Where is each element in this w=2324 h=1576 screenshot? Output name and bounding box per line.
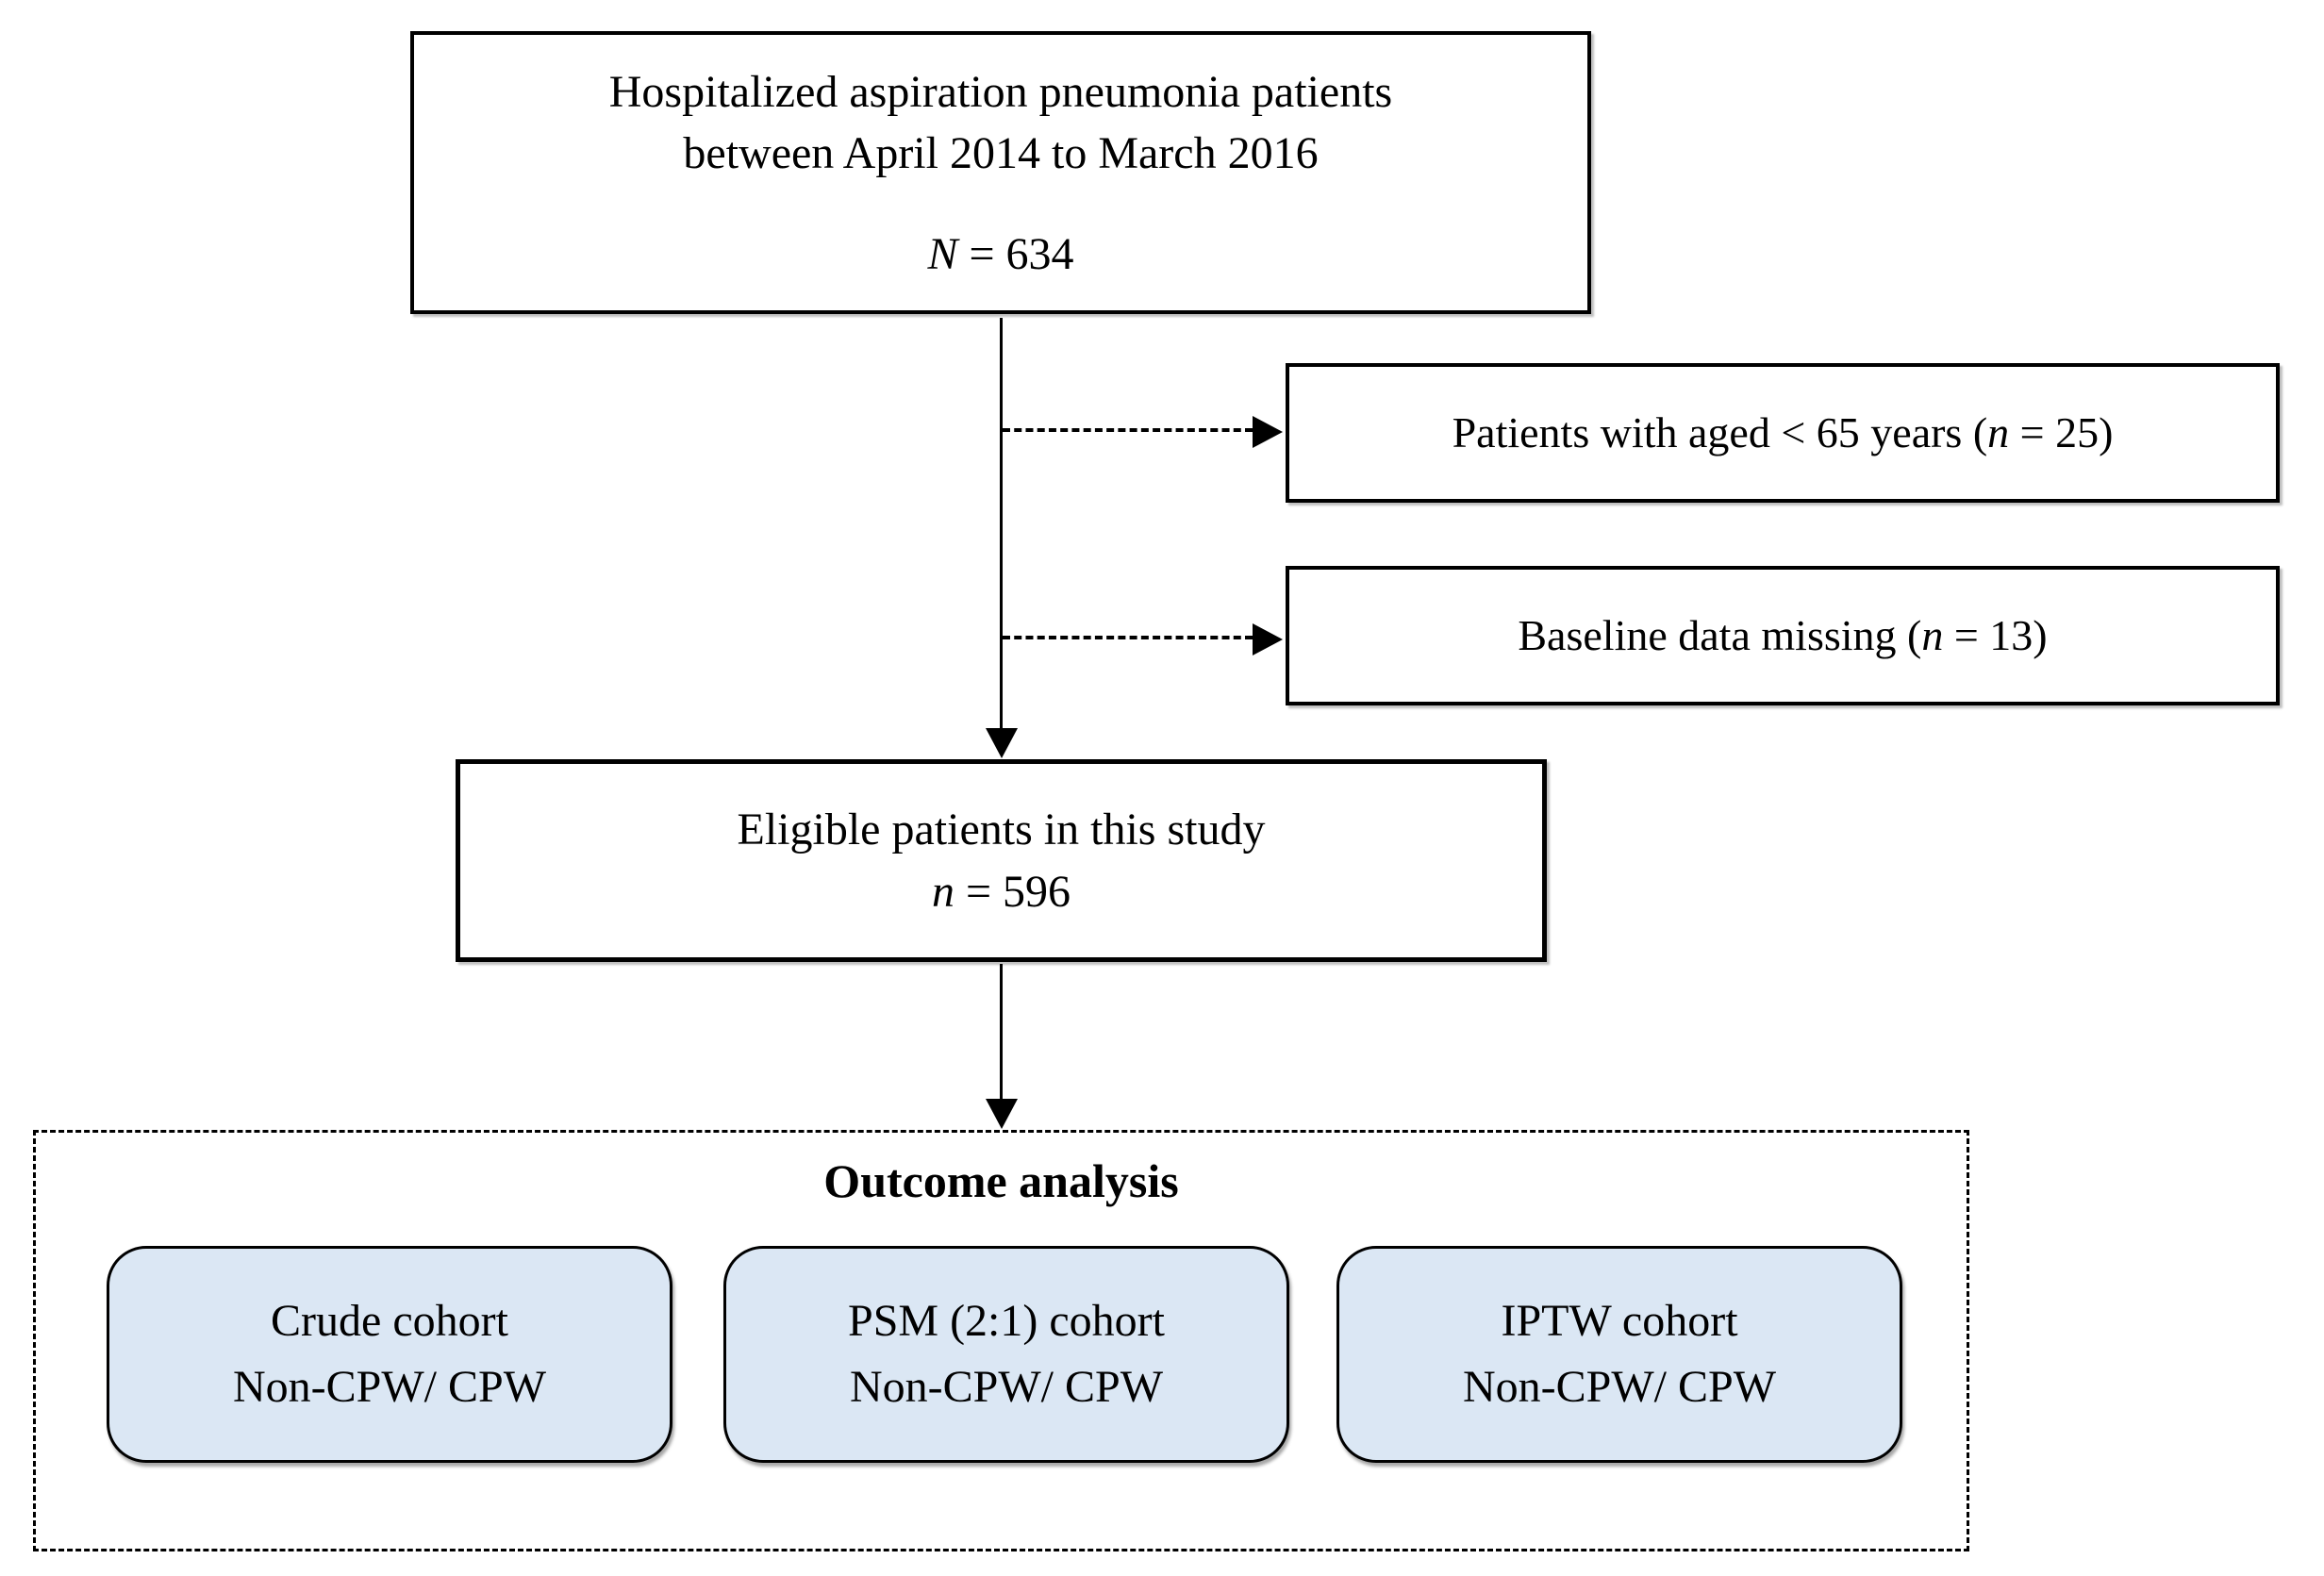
cohort-iptw-line1: IPTW cohort (1501, 1296, 1738, 1346)
flow-line-eligible-to-outcome (1000, 964, 1003, 1103)
cohort-iptw-line2: Non-CPW/ CPW (1462, 1362, 1776, 1412)
enrollment-line1: Hospitalized aspiration pneumonia patien… (608, 66, 1393, 117)
eligible-line1: Eligible patients in this study (737, 804, 1266, 854)
enrollment-count: N = 634 (927, 224, 1073, 285)
cohort-crude-line2: Non-CPW/ CPW (232, 1362, 546, 1412)
cohort-psm-line2: Non-CPW/ CPW (849, 1362, 1163, 1412)
arrowhead-down-icon (986, 1099, 1018, 1129)
outcome-analysis-title: Outcome analysis (823, 1154, 1179, 1207)
cohort-box-iptw: IPTW cohort Non-CPW/ CPW (1336, 1246, 1902, 1463)
exclusion-box-age: Patients with aged < 65 years (n = 25) (1286, 363, 2280, 503)
exclusion-box-baseline: Baseline data missing (n = 13) (1286, 566, 2280, 705)
arrowhead-right-icon (1253, 623, 1283, 655)
flow-line-top-to-eligible (1000, 318, 1003, 733)
eligible-box: Eligible patients in this study n = 596 (456, 759, 1547, 962)
exclusion-age-text: Patients with aged < 65 years (n = 25) (1452, 408, 2114, 456)
eligible-count-symbol: n (931, 866, 954, 917)
cohort-box-psm: PSM (2:1) cohort Non-CPW/ CPW (723, 1246, 1289, 1463)
arrowhead-down-icon (986, 728, 1018, 758)
exclusion-arrow-line-1 (1003, 428, 1253, 432)
cohort-crude-line1: Crude cohort (271, 1296, 508, 1346)
enrollment-box: Hospitalized aspiration pneumonia patien… (410, 31, 1591, 314)
enrollment-line2: between April 2014 to March 2016 (683, 127, 1319, 178)
eligible-count: n = 596 (932, 861, 1071, 923)
outcome-analysis-container: Outcome analysis Crude cohort Non-CPW/ C… (33, 1130, 1969, 1551)
enrollment-count-value: = 634 (957, 228, 1074, 279)
exclusion-arrow-line-2 (1003, 636, 1253, 639)
cohort-psm-line1: PSM (2:1) cohort (848, 1296, 1165, 1346)
arrowhead-right-icon (1253, 416, 1283, 448)
cohort-box-crude: Crude cohort Non-CPW/ CPW (107, 1246, 672, 1463)
exclusion-baseline-text: Baseline data missing (n = 13) (1518, 611, 2048, 659)
enrollment-count-symbol: N (927, 228, 958, 279)
eligible-count-value: = 596 (954, 866, 1071, 917)
